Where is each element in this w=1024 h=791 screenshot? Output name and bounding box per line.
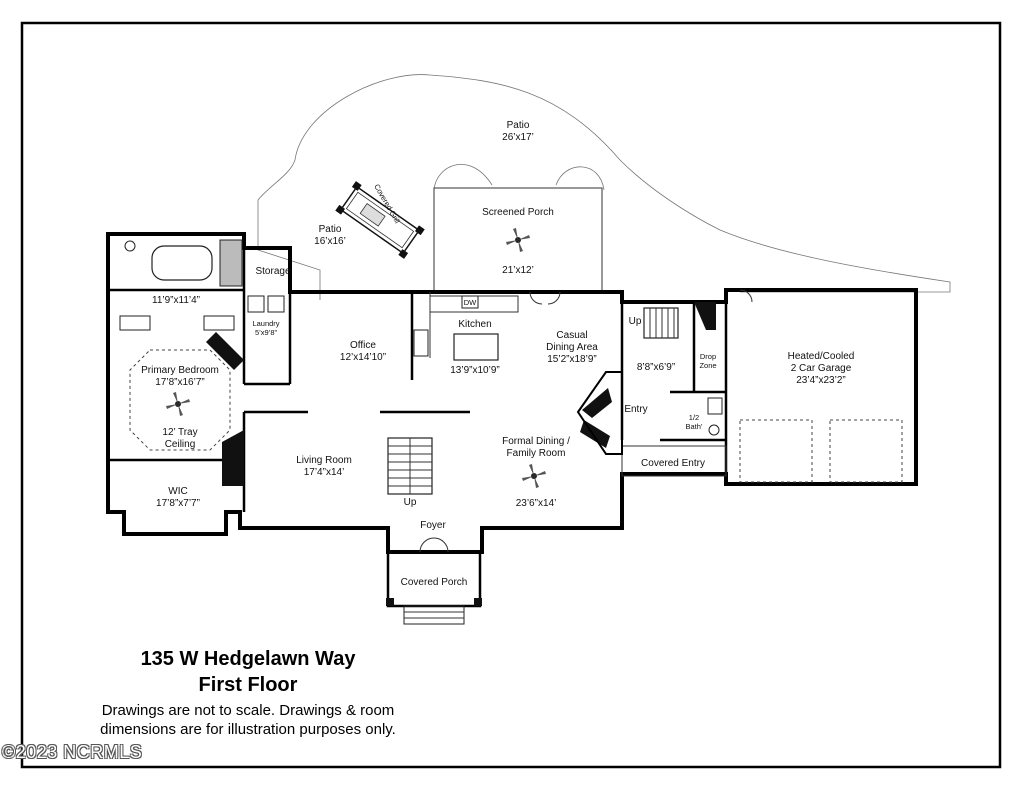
half-bath-sink [707, 397, 723, 415]
mud-up-label: Up [629, 316, 642, 327]
storage-name: Storage [255, 266, 290, 277]
bedroom-fan-icon [166, 392, 190, 416]
covered-entry-outline [621, 445, 727, 477]
patio-curve-left [433, 164, 493, 191]
formal-dining-name: Formal Dining / [502, 436, 570, 447]
patio-large-dims: 26’x17’ [502, 132, 534, 143]
formal-dining-dims: 23’6”x14’ [516, 498, 557, 509]
half-bath-name2: Bath’ [685, 422, 702, 431]
half-bath-toilet [708, 424, 720, 436]
office-name: Office [350, 340, 376, 351]
washer [247, 295, 265, 313]
disclaimer-line-2: dimensions are for illustration purposes… [100, 721, 396, 738]
patio-outline [257, 74, 951, 300]
casual-dining-name: Casual [556, 330, 587, 341]
covered-porch-name: Covered Porch [401, 577, 468, 588]
tray-ceiling-note2: Ceiling [165, 439, 196, 450]
tray-ceiling-note1: 12’ Tray [162, 427, 197, 438]
patio-curve-right [555, 166, 605, 191]
laundry-name: Laundry [252, 319, 279, 328]
living-room-name: Living Room [296, 455, 352, 466]
drop-zone-name: Drop [700, 352, 716, 361]
patio-small-name: Patio [319, 224, 342, 235]
garage-dims: 23’4”x23’2” [796, 375, 845, 386]
range-icon [413, 329, 429, 357]
staircase-foyer [387, 437, 433, 495]
fireplace-bay [576, 371, 623, 455]
fireplace-bedroom [206, 332, 244, 370]
staircase-mud [643, 302, 716, 339]
kitchen-name: Kitchen [458, 319, 491, 330]
dw-label: DW [464, 298, 477, 307]
wic-name: WIC [168, 486, 187, 497]
screened-porch-dims: 21’x12’ [502, 265, 534, 276]
covered-porch [386, 552, 482, 625]
entry-name: Entry [624, 404, 647, 415]
dryer [267, 295, 285, 313]
porch-door [529, 291, 561, 305]
laundry-dims: 5’x9’8” [255, 328, 278, 337]
primary-bedroom-name: Primary Bedroom [141, 365, 219, 376]
formal-dining-name2: Family Room [507, 448, 566, 459]
patio-large-name: Patio [507, 120, 530, 131]
front-door [419, 537, 449, 553]
covered-entry-name: Covered Entry [641, 458, 705, 469]
plan-address: 135 W Hedgelawn Way [140, 648, 356, 670]
casual-dining-dims: 15’2”x18’9” [547, 354, 596, 365]
garage-door-left [739, 419, 813, 483]
tray-ceiling-outline [129, 349, 231, 451]
vanity-left [119, 315, 151, 331]
foyer-up-label: Up [404, 497, 417, 508]
office-dims: 12’x14’10” [340, 352, 386, 363]
kitchen-island [453, 333, 499, 361]
foyer-name: Foyer [420, 520, 446, 531]
dishwasher [461, 295, 479, 309]
fireplace-living [222, 430, 244, 486]
fireplace-dining-b [580, 420, 610, 448]
garage-side-door [739, 289, 753, 303]
toilet-icon [124, 240, 136, 252]
ceiling-fan-icon [506, 228, 530, 252]
screened-porch-name: Screened Porch [482, 207, 554, 218]
primary-bedroom-dims: 17’8”x16’7” [155, 377, 204, 388]
shower [219, 239, 243, 287]
vanity-right [203, 315, 235, 331]
mud-dims: 8’8”x6’9” [637, 362, 675, 373]
primary-bath-dims: 11’9”x11’4” [152, 295, 200, 306]
disclaimer-line-1: Drawings are not to scale. Drawings & ro… [101, 702, 395, 719]
garage-door-right [829, 419, 903, 483]
kitchen-dims: 13’9”x10’9” [450, 365, 499, 376]
page-border [20, 21, 1002, 769]
patio-small-dims: 16’x16’ [314, 236, 346, 247]
bathtub [151, 245, 213, 281]
dining-fan-icon [522, 464, 546, 488]
fireplace-dining-a [582, 388, 612, 418]
living-room-dims: 17’4”x14’ [304, 467, 345, 478]
drop-zone-name2: Zone [699, 361, 716, 370]
plan-floor: First Floor [198, 674, 298, 696]
covered-grill [335, 181, 425, 259]
garage-name2: 2 Car Garage [791, 363, 852, 374]
half-bath-name: 1/2 [689, 413, 699, 422]
wic-dims: 17’8”x7’7” [156, 498, 200, 509]
garage-name: Heated/Cooled [788, 351, 855, 362]
casual-dining-name2: Dining Area [546, 342, 598, 353]
watermark: ©2023 NCRMLS [2, 742, 143, 762]
